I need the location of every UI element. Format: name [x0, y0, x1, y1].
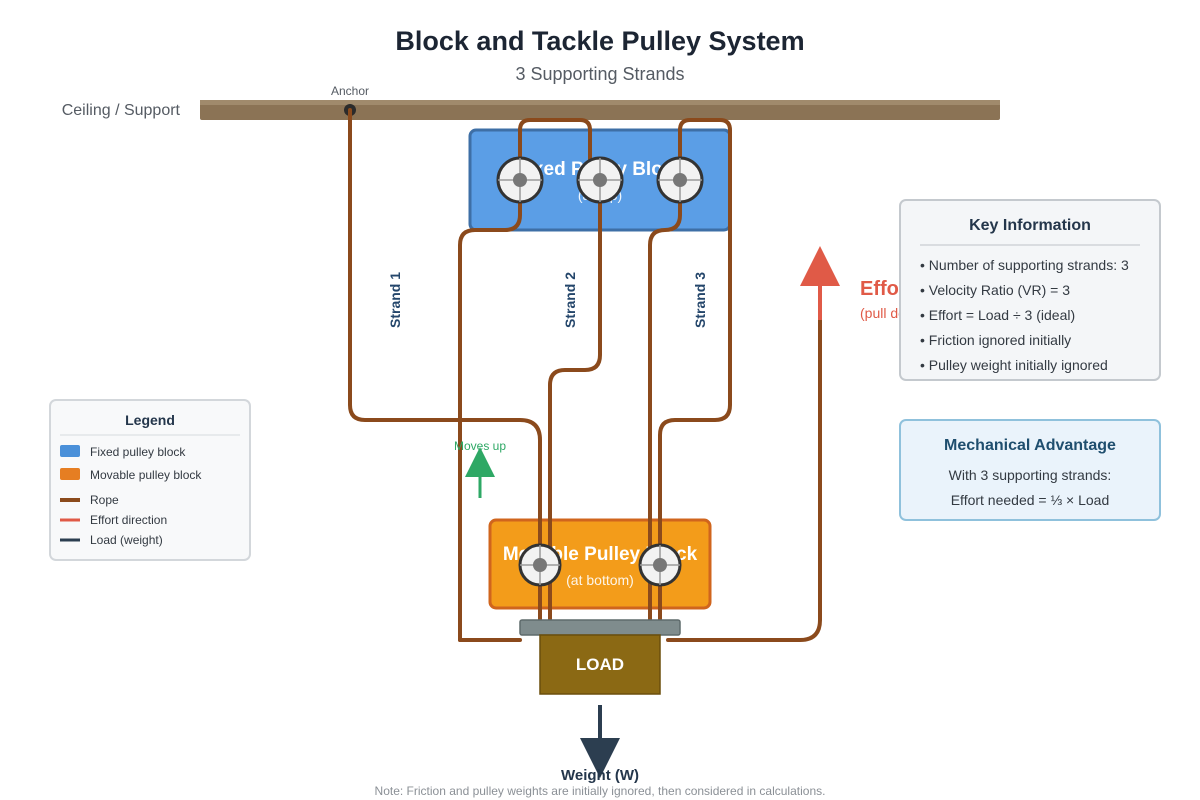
anchor-label: Anchor	[331, 84, 369, 98]
load-hook-bar	[519, 619, 681, 636]
legend-title: Legend	[125, 412, 175, 428]
weight-label: Weight (W)	[561, 767, 639, 784]
key-info-item: • Velocity Ratio (VR) = 3	[920, 282, 1070, 298]
rope-loop-fixed-right	[648, 118, 732, 622]
mechanical-advantage-panel	[899, 419, 1161, 521]
legend-item-label: Fixed pulley block	[90, 445, 186, 459]
strand-3-label: Strand 3	[692, 272, 708, 328]
strand-2-label: Strand 2	[562, 272, 578, 328]
legend-item-label: Load (weight)	[90, 533, 163, 547]
diagram-title: Block and Tackle Pulley System	[395, 26, 804, 56]
mechanical-advantage-line: Effort needed = ⅓ × Load	[951, 492, 1110, 508]
fixed-pulley-1	[496, 156, 544, 204]
movable-pulley-2	[638, 543, 682, 587]
movable-pulley-1	[518, 543, 562, 587]
fixed-pulley-3	[656, 156, 704, 204]
footnote: Note: Friction and pulley weights are in…	[375, 784, 826, 798]
legend-item-label: Effort direction	[90, 513, 167, 527]
legend-swatch-fixed	[60, 445, 80, 457]
ceiling-label: Ceiling / Support	[62, 102, 181, 119]
key-info-title: Key Information	[969, 217, 1091, 234]
movable-block-subtitle: (at bottom)	[566, 572, 634, 588]
mechanical-advantage-title: Mechanical Advantage	[944, 437, 1116, 454]
movable-pulley-block	[488, 518, 712, 610]
rope-strand-1	[348, 108, 542, 622]
moves-up-label: Moves up	[454, 439, 506, 453]
diagram-subtitle: 3 Supporting Strands	[515, 64, 684, 84]
key-info-item: • Effort = Load ÷ 3 (ideal)	[920, 307, 1075, 323]
key-info-item: • Pulley weight initially ignored	[920, 357, 1108, 373]
mechanical-advantage-line: With 3 supporting strands:	[949, 467, 1112, 483]
ceiling-beam-highlight	[200, 100, 1000, 105]
legend-swatch-movable	[60, 468, 80, 480]
strand-1-label: Strand 1	[387, 272, 403, 328]
rope-strand-3	[666, 298, 822, 642]
load-label: LOAD	[576, 655, 624, 674]
key-info-item: • Number of supporting strands: 3	[920, 257, 1129, 273]
rope-strand-2	[548, 178, 602, 622]
fixed-pulley-2	[576, 156, 624, 204]
key-info-item: • Friction ignored initially	[920, 332, 1071, 348]
legend-item-label: Movable pulley block	[90, 468, 202, 482]
legend-panel	[49, 399, 251, 561]
legend-item-label: Rope	[90, 493, 119, 507]
load-box	[539, 634, 661, 695]
